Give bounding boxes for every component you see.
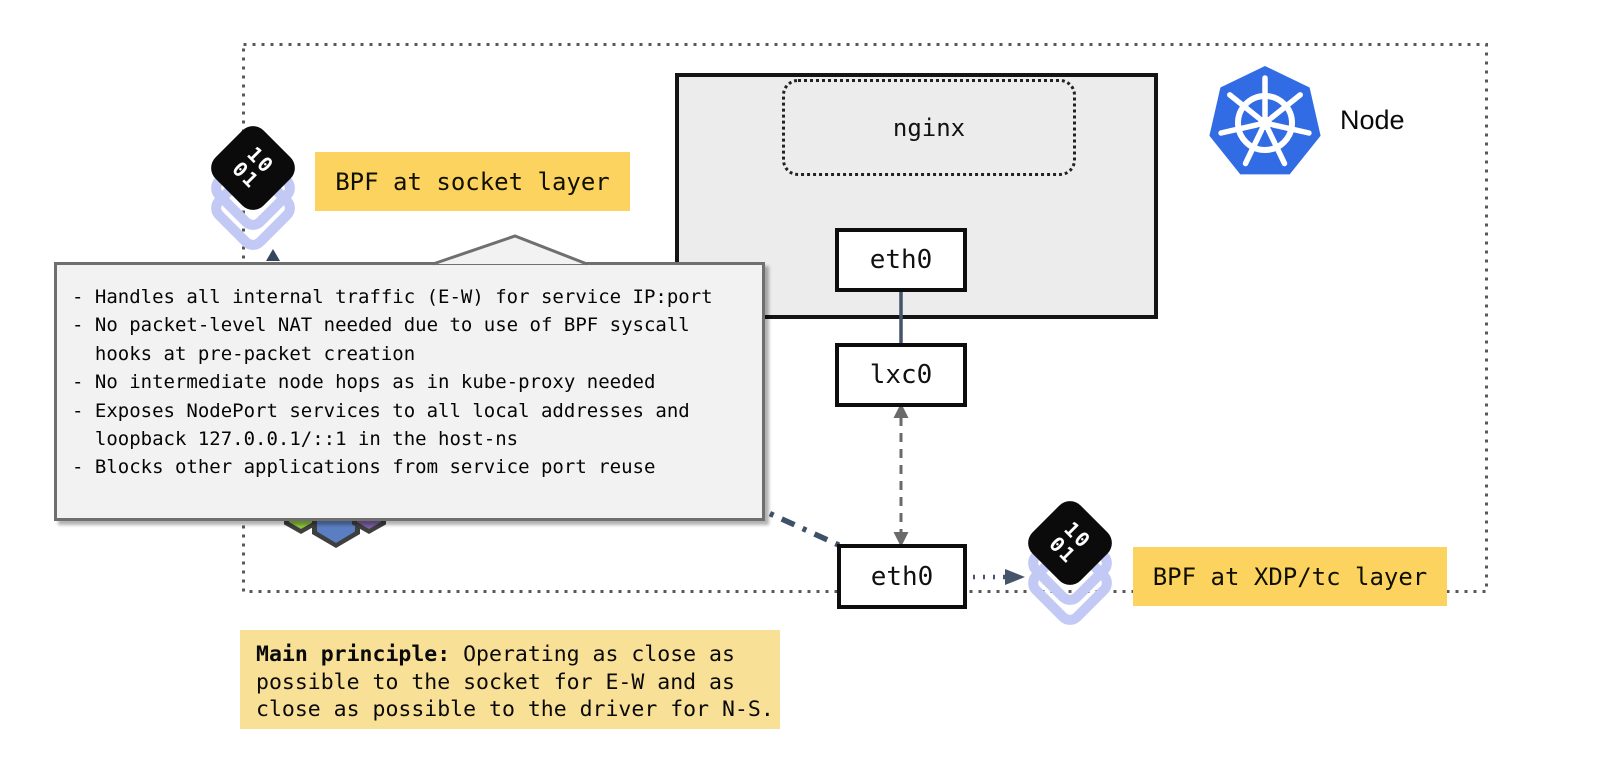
- binary-bits: 10 01: [227, 141, 280, 194]
- bpf-socket-label: BPF at socket layer: [315, 152, 630, 211]
- tooltip-pointer-icon: [266, 249, 280, 261]
- lxc0-box: lxc0: [835, 343, 967, 407]
- nginx-label: nginx: [892, 113, 966, 142]
- pod-eth0-label: eth0: [869, 245, 933, 275]
- bpf-xdp-label: BPF at XDP/tc layer: [1133, 547, 1447, 606]
- nginx-container-box: nginx: [782, 79, 1076, 176]
- principle-lead: Main principle:: [256, 642, 451, 667]
- lxc0-label: lxc0: [869, 360, 933, 390]
- tooltip-notch-outline: [432, 234, 588, 266]
- principle-body: Operating as close as possible to the so…: [256, 642, 774, 723]
- tooltip-text: - Handles all internal traffic (E-W) for…: [72, 286, 713, 479]
- node-label: Node: [1340, 105, 1405, 135]
- kubernetes-icon: [1209, 66, 1321, 175]
- pod-eth0-box: eth0: [835, 228, 967, 292]
- principle-note: Main principle: Operating as close as po…: [240, 630, 780, 729]
- helm-hub: [1258, 116, 1272, 130]
- bpf-socket-icon: 10 01: [204, 119, 302, 257]
- host-eth0-label: eth0: [870, 561, 934, 592]
- tooltip-callout: - Handles all internal traffic (E-W) for…: [54, 262, 765, 521]
- bpf-xdp-icon: 10 01: [1021, 494, 1119, 632]
- bpf-socket-label-text: BPF at socket layer: [335, 167, 610, 196]
- binary-bits: 10 01: [1044, 516, 1097, 569]
- tooltip-notch-fill: [433, 236, 587, 264]
- bpf-xdp-label-text: BPF at XDP/tc layer: [1152, 562, 1428, 591]
- host-eth0-box: eth0: [837, 544, 967, 609]
